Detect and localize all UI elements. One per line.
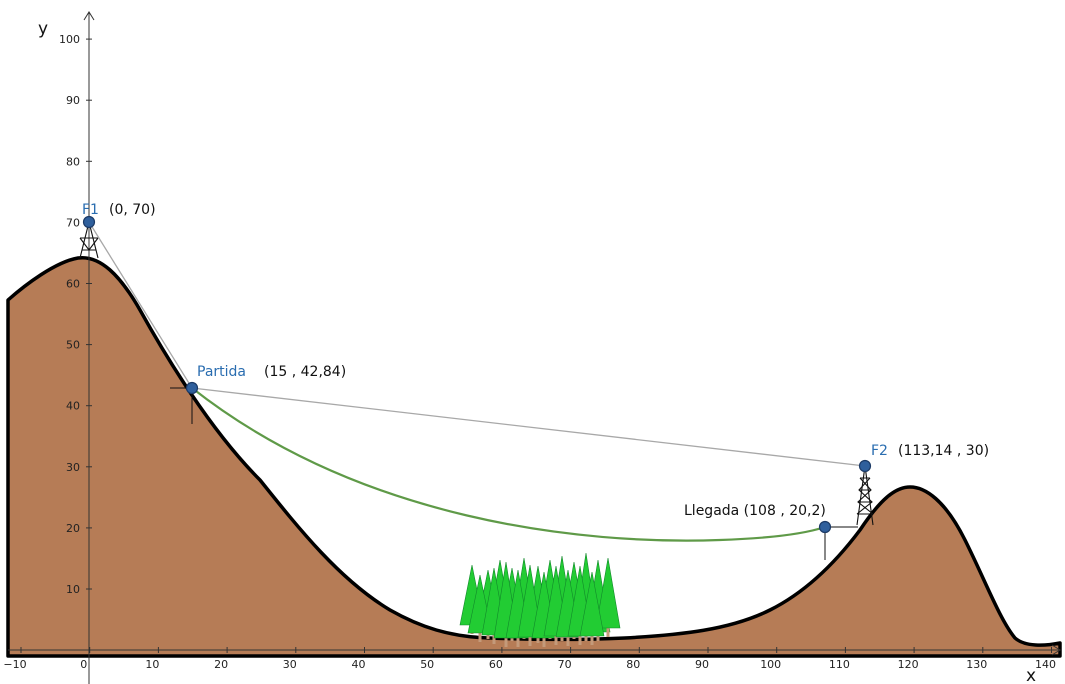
- tree-trunk: [578, 636, 582, 645]
- y-tick-label: 90: [66, 94, 80, 107]
- tree-trunk: [606, 628, 610, 637]
- y-axis-arrow: [83, 11, 95, 21]
- label-llegada: Llegada (108 , 20,2): [684, 503, 826, 519]
- pine-tree-icon: [595, 557, 621, 629]
- tree-trunk: [542, 638, 546, 647]
- x-tick-label: 70: [558, 658, 572, 671]
- tree-trunk: [528, 637, 532, 646]
- x-tick-label: 30: [283, 658, 297, 671]
- label-partida-name: Partida: [197, 364, 246, 380]
- point-f2: [858, 459, 872, 473]
- x-tick-label: 120: [898, 658, 919, 671]
- point-f1: [82, 215, 96, 229]
- x-tick-label: 0: [80, 658, 87, 671]
- tree-trunk: [478, 633, 482, 642]
- pine-tree-icon: [579, 571, 605, 637]
- x-tick-label: 140: [1035, 658, 1056, 671]
- y-tick-label: 30: [66, 461, 80, 474]
- tree-trunk: [504, 638, 508, 647]
- label-partida-coords: (15 , 42,84): [264, 364, 346, 380]
- rope-partida-f2: [191, 387, 866, 467]
- x-tick-label: 100: [760, 658, 781, 671]
- x-tick-label: 130: [966, 658, 987, 671]
- y-tick-label: 100: [59, 33, 80, 46]
- label-f2-coords: (113,14 , 30): [898, 443, 989, 459]
- x-tick-label: 90: [695, 658, 709, 671]
- y-tick-label: 20: [66, 522, 80, 535]
- tower-f1: [79, 221, 99, 259]
- label-f2-name: F2: [871, 443, 888, 459]
- tree-trunk: [554, 636, 558, 645]
- cable-curve: [191, 387, 826, 542]
- x-axis-arrow: [1051, 644, 1061, 656]
- x-tick-label: 50: [420, 658, 434, 671]
- tree-trunk: [590, 636, 594, 645]
- forest: [459, 552, 621, 647]
- tree-trunk: [492, 635, 496, 644]
- x-tick-marks: −10 0 10 20 30 40 50 60 70 80 90 100 110 120 130 140: [3, 647, 1056, 671]
- label-f1-coords: (0, 70): [109, 202, 156, 218]
- point-llegada: [818, 520, 832, 534]
- terrain-mountains: [6, 256, 1062, 658]
- x-tick-label: 10: [145, 658, 159, 671]
- x-tick-label: −10: [3, 658, 26, 671]
- y-tick-label: 50: [66, 339, 80, 352]
- y-tick-label: 80: [66, 155, 80, 168]
- x-tick-label: 20: [214, 658, 228, 671]
- x-axis-label: x: [1026, 666, 1036, 684]
- y-tick-label: 60: [66, 278, 80, 291]
- x-tick-label: 110: [829, 658, 850, 671]
- tree-trunk: [566, 637, 570, 646]
- x-tick-label: 40: [352, 658, 366, 671]
- y-tick-marks: 10 20 30 40 50 60 70 80 90 100: [59, 33, 92, 596]
- point-partida: [185, 381, 199, 395]
- x-tick-label: 60: [489, 658, 503, 671]
- tree-trunk: [584, 632, 588, 641]
- tree-trunk: [536, 634, 540, 643]
- tower-f2: [856, 465, 874, 526]
- y-axis-label: y: [38, 19, 48, 39]
- label-f1-name: F1: [82, 202, 99, 218]
- tree-trunk: [596, 632, 600, 641]
- axes: −10 0 10 20 30 40 50 60 70 80 90 100 110 120 130 140 10…: [3, 11, 1061, 684]
- y-tick-label: 10: [66, 583, 80, 596]
- y-tick-label: 70: [66, 216, 80, 229]
- rope-f1-partida: [88, 221, 193, 389]
- tree-trunk: [516, 638, 520, 647]
- x-tick-label: 80: [626, 658, 640, 671]
- y-tick-label: 40: [66, 400, 80, 413]
- support-ropes: [88, 221, 866, 467]
